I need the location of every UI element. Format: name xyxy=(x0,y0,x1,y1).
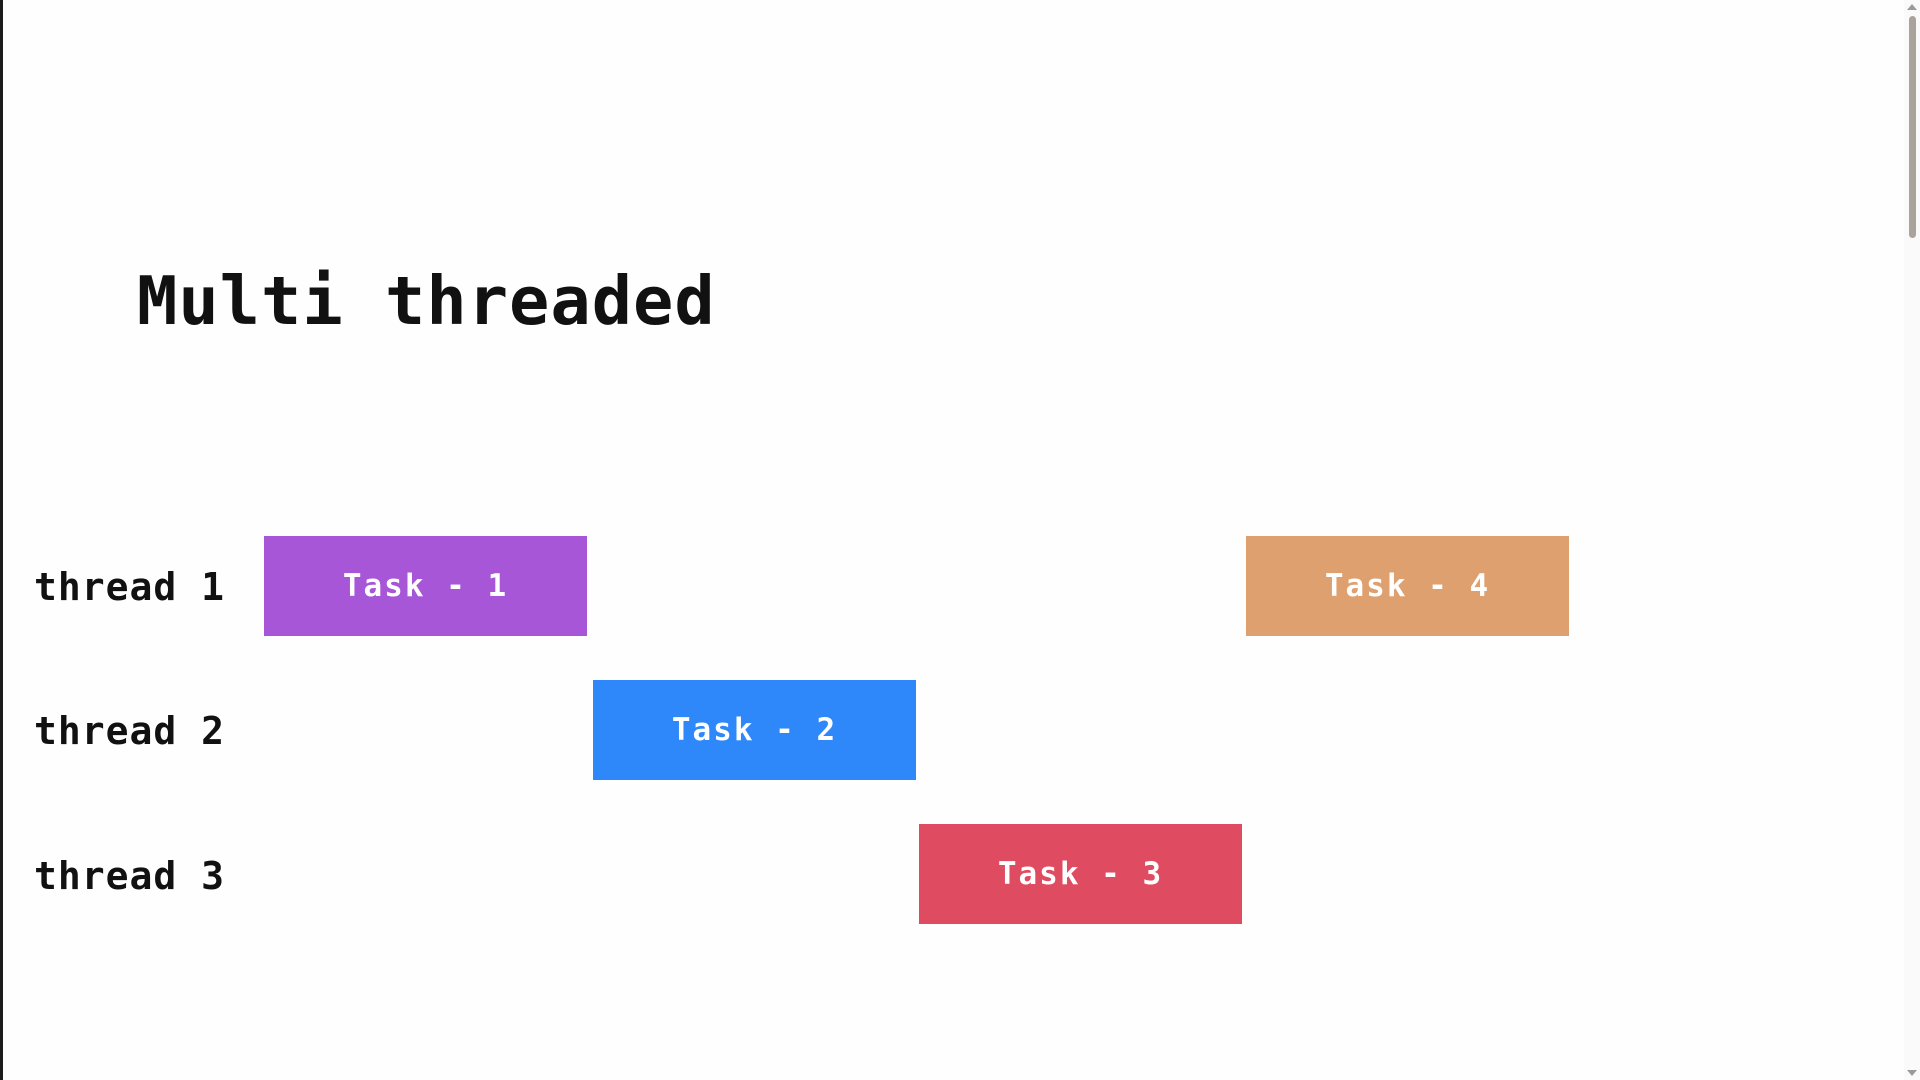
task-label-4: Task - 4 xyxy=(1324,568,1491,604)
task-block-2: Task - 2 xyxy=(593,680,916,780)
thread-label-3: thread 3 xyxy=(34,854,226,898)
thread-label-2: thread 2 xyxy=(34,709,226,753)
thread-label-1: thread 1 xyxy=(34,565,226,609)
chevron-up-icon[interactable] xyxy=(1907,4,1917,10)
task-label-2: Task - 2 xyxy=(671,712,838,748)
window-left-edge xyxy=(0,0,3,1080)
task-block-3: Task - 3 xyxy=(919,824,1242,924)
chevron-down-icon[interactable] xyxy=(1907,1070,1917,1076)
scrollbar-thumb[interactable] xyxy=(1909,16,1916,238)
task-label-1: Task - 1 xyxy=(342,568,509,604)
vertical-scrollbar[interactable] xyxy=(1904,0,1920,1080)
task-block-4: Task - 4 xyxy=(1246,536,1569,636)
page-title: Multi threaded xyxy=(137,262,716,340)
task-label-3: Task - 3 xyxy=(997,856,1164,892)
task-block-1: Task - 1 xyxy=(264,536,587,636)
